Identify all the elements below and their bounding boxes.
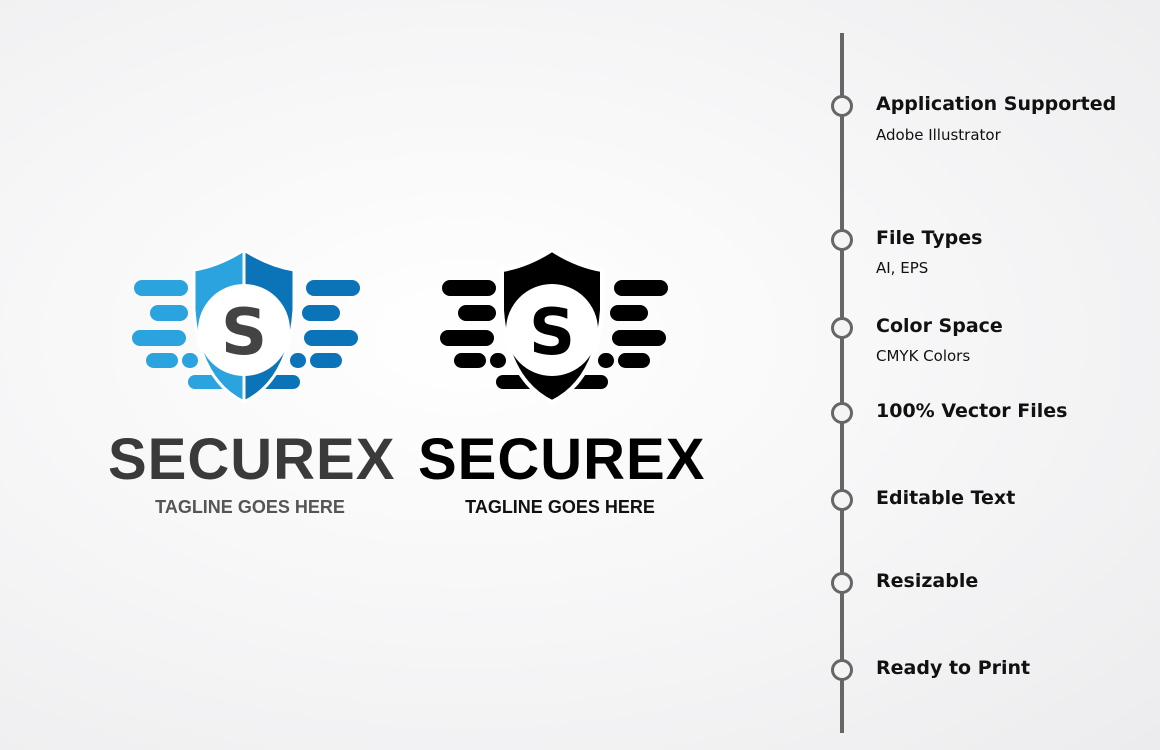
timeline-node-icon xyxy=(831,572,853,594)
brand-name-color: SECUREX xyxy=(108,427,396,492)
timeline-node-icon xyxy=(831,317,853,339)
tagline-color: TAGLINE GOES HERE xyxy=(155,497,345,517)
svg-text:S: S xyxy=(529,296,575,370)
logo-black: S xyxy=(422,250,682,410)
feature-title: Resizable xyxy=(876,570,979,592)
tagline-black: TAGLINE GOES HERE xyxy=(465,497,655,517)
shield-wings-icon: S xyxy=(132,250,360,405)
feature-title: File Types xyxy=(876,227,983,249)
brand-name-black: SECUREX xyxy=(418,427,706,492)
feature-subtitle: AI, EPS xyxy=(876,259,929,277)
feature-title: 100% Vector Files xyxy=(876,400,1068,422)
timeline-node-icon xyxy=(831,489,853,511)
timeline-node-icon xyxy=(831,402,853,424)
timeline-node-icon xyxy=(831,659,853,681)
timeline-line xyxy=(840,33,844,733)
feature-title: Application Supported xyxy=(876,93,1117,115)
logo-color: S xyxy=(114,250,374,410)
feature-title: Color Space xyxy=(876,315,1003,337)
feature-subtitle: Adobe Illustrator xyxy=(876,126,1001,144)
feature-subtitle: CMYK Colors xyxy=(876,347,971,365)
svg-text:S: S xyxy=(221,296,267,370)
feature-title: Editable Text xyxy=(876,487,1016,509)
timeline-node-icon xyxy=(831,95,853,117)
timeline-node-icon xyxy=(831,229,853,251)
shield-wings-icon: S xyxy=(440,250,668,405)
feature-title: Ready to Print xyxy=(876,657,1031,679)
